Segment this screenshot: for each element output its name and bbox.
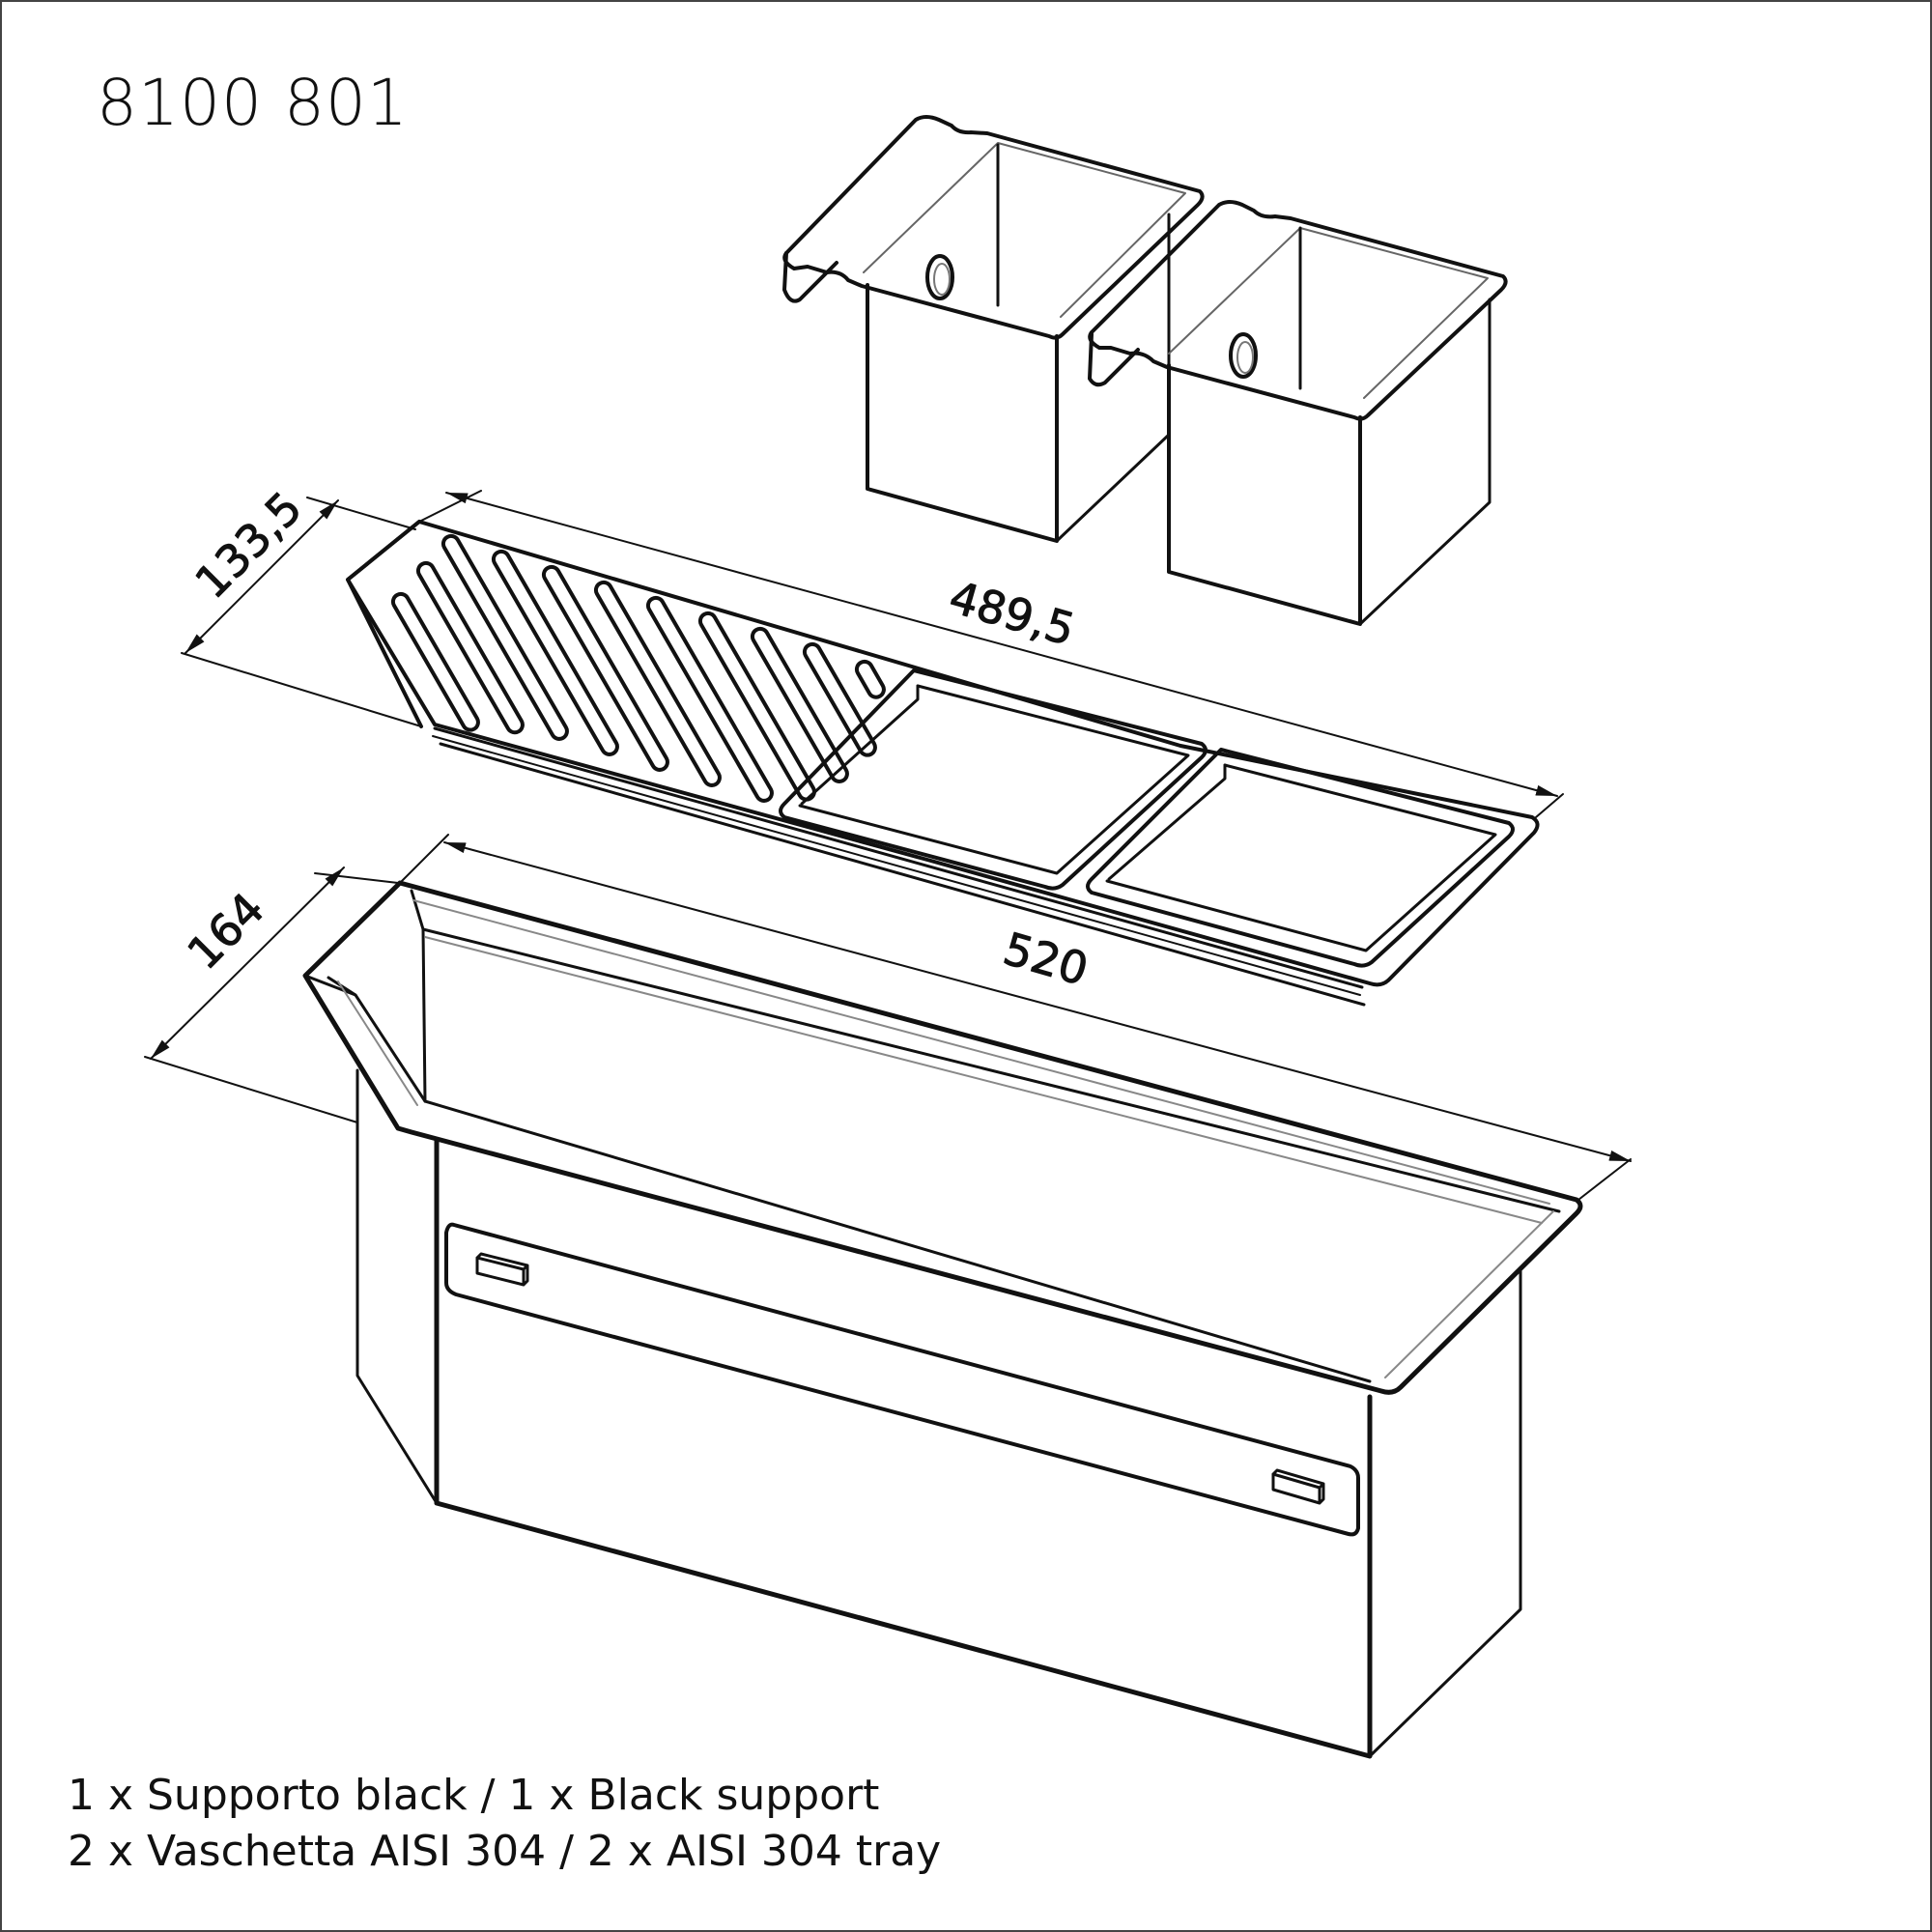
dimension-support-depth-label: 164 <box>178 883 274 980</box>
dimension-support-length-label: 520 <box>998 923 1094 996</box>
dimension-tray-depth <box>181 497 422 727</box>
dimension-support-length <box>399 834 1632 1201</box>
dimension-tray-length-label: 489,5 <box>944 571 1080 656</box>
parts-list: 1 x Supporto black / 1 x Black support 2… <box>68 1768 941 1880</box>
black-support <box>302 880 1583 1759</box>
basket-left <box>782 115 1205 543</box>
dimension-support-depth <box>144 867 399 1123</box>
dimension-tray-length <box>418 490 1564 818</box>
parts-list-item-support: 1 x Supporto black / 1 x Black support <box>68 1771 880 1820</box>
basket-right <box>1088 200 1508 626</box>
product-code: 8100 801 <box>97 66 409 140</box>
parts-list-item-tray: 2 x Vaschetta AISI 304 / 2 x AISI 304 tr… <box>68 1827 942 1876</box>
